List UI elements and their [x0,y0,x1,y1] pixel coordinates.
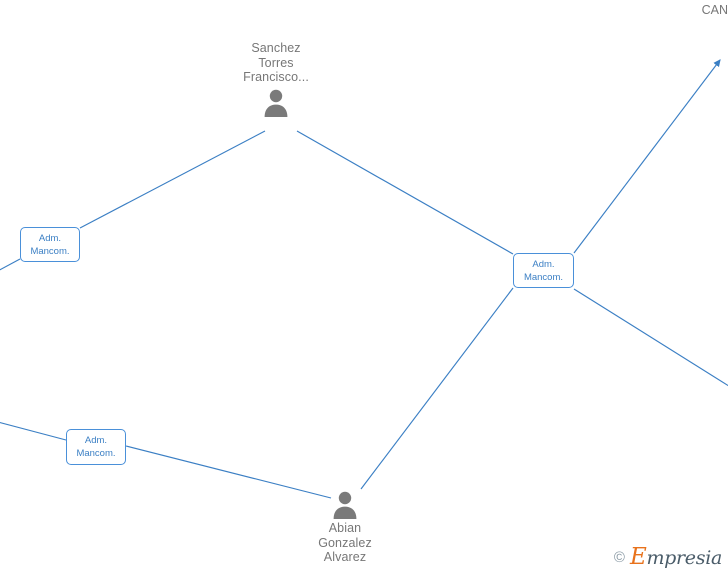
relation-box-adm-mancom-center-right[interactable]: Adm. Mancom. [513,253,574,288]
person-icon [333,491,357,519]
brand-rest: mpresia [646,547,722,569]
relation-box-adm-mancom-left-top[interactable]: Adm. Mancom. [20,227,80,262]
edge-center-box-offscreen-bottom-right [573,288,728,387]
copyright-icon: © [613,549,625,566]
edge-left-box-offscreen-left [0,258,21,271]
relation-box-adm-mancom-left-bottom[interactable]: Adm. Mancom. [66,429,126,465]
person-node-abian-gonzalez[interactable]: Abian Gonzalez Alvarez [280,489,410,565]
edge-bottom-box-offscreen-left [0,421,67,441]
empresia-watermark: © Empresia [614,546,722,569]
person-name-sanchez-torres: Sanchez Torres Francisco... [243,41,309,84]
graph-title-fragment: CAN [701,3,728,17]
edge-sanchez-to-left-box [79,130,266,229]
edge-center-box-to-arrow [573,59,721,254]
person-node-sanchez-torres[interactable]: Sanchez Torres Francisco... [211,41,341,117]
brand-name: Empresia [630,546,722,569]
person-icon [264,89,288,117]
edge-sanchez-to-center-box [296,130,514,255]
person-name-abian-gonzalez: Abian Gonzalez Alvarez [318,521,372,564]
edge-abian-to-center-box [360,287,514,490]
edge-bottom-box-to-abian [125,445,332,499]
brand-initial: E [629,544,647,570]
